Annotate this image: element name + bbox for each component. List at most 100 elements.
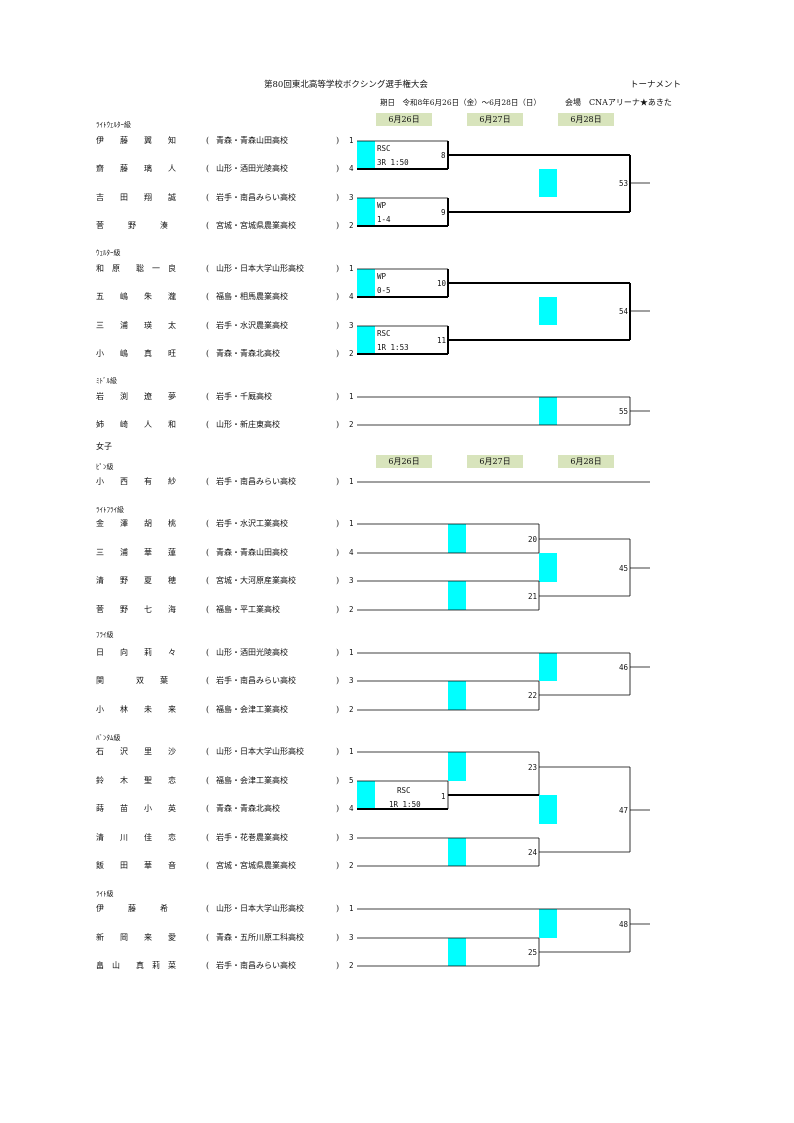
bracket-open: ( <box>206 933 210 942</box>
player-school: ・日本大学山形高校 <box>232 264 304 273</box>
player-prefecture: 福島 <box>216 292 232 301</box>
result-note: 1-4 <box>377 215 391 224</box>
player-prefecture: 岩手 <box>216 833 232 842</box>
player-name: 三 浦 瑛 太 <box>96 321 176 330</box>
draw-number: 5 <box>349 776 354 785</box>
weight-class-label: ﾐﾄﾞﾙ級 <box>96 377 117 385</box>
player-school: ・南昌みらい高校 <box>232 477 296 486</box>
bracket-close: ) <box>336 221 340 230</box>
bracket-open: ( <box>206 804 210 813</box>
player-prefecture: 福島 <box>216 605 232 614</box>
player-name: 岩 渕 遼 夢 <box>96 392 176 401</box>
draw-number: 3 <box>349 933 354 942</box>
bracket-close: ) <box>336 933 340 942</box>
player-school: ・南昌みらい高校 <box>232 676 296 685</box>
date-header: 6月26日 <box>376 113 432 126</box>
player-name: 石 沢 里 沙 <box>96 747 176 756</box>
highlight-marker <box>539 909 557 938</box>
bracket-close: ) <box>336 392 340 401</box>
player-prefecture: 岩手 <box>216 477 232 486</box>
bracket-close: ) <box>336 804 340 813</box>
bout-number: 53 <box>619 179 629 188</box>
player-prefecture: 青森 <box>216 349 232 358</box>
player-name: 姉 崎 人 和 <box>96 420 176 429</box>
draw-number: 1 <box>349 477 354 486</box>
player-prefecture: 宮城 <box>216 221 232 230</box>
player-prefecture: 山形 <box>216 904 232 913</box>
bracket-open: ( <box>206 193 210 202</box>
player-name: 小 林 未 来 <box>96 705 176 714</box>
bracket-close: ) <box>336 904 340 913</box>
bout-number: 25 <box>528 948 538 957</box>
bracket-open: ( <box>206 861 210 870</box>
bout-number: 46 <box>619 663 629 672</box>
bracket-close: ) <box>336 519 340 528</box>
player-prefecture: 山形 <box>216 164 232 173</box>
result-note: RSC <box>377 329 391 338</box>
player-name: 日 向 莉 々 <box>96 648 176 657</box>
draw-number: 4 <box>349 292 354 301</box>
player-school: ・青森北高校 <box>232 349 280 358</box>
bout-number: 8 <box>441 151 446 160</box>
event-period: 期日 令和8年6月26日（金）～6月28日（日） <box>380 98 541 107</box>
result-note: RSC <box>377 144 391 153</box>
player-prefecture: 青森 <box>216 804 232 813</box>
draw-number: 2 <box>349 605 354 614</box>
page-title: 第80回東北高等学校ボクシング選手権大会 <box>264 80 428 90</box>
bout-number: 45 <box>619 564 629 573</box>
highlight-marker <box>357 269 375 297</box>
highlight-marker <box>539 653 557 681</box>
player-school: ・日本大学山形高校 <box>232 747 304 756</box>
bout-number: 20 <box>528 535 538 544</box>
draw-number: 3 <box>349 576 354 585</box>
date-header: 6月28日 <box>558 455 614 468</box>
draw-number: 1 <box>349 904 354 913</box>
weight-class-label: ﾗｲﾄｳｪﾙﾀｰ級 <box>96 121 131 129</box>
player-prefecture: 福島 <box>216 705 232 714</box>
player-school: ・五所川原工科高校 <box>232 933 304 942</box>
player-name: 伊 藤 希 <box>96 904 168 913</box>
player-school: ・酒田光陵高校 <box>232 648 288 657</box>
result-note: 0-5 <box>377 286 391 295</box>
draw-number: 2 <box>349 420 354 429</box>
player-prefecture: 山形 <box>216 264 232 273</box>
player-prefecture: 青森 <box>216 136 232 145</box>
highlight-marker <box>448 524 466 553</box>
bracket-close: ) <box>336 776 340 785</box>
bout-number: 11 <box>437 336 447 345</box>
player-school: ・平工業高校 <box>232 605 280 614</box>
bout-number: 54 <box>619 307 629 316</box>
player-school: ・水沢工業高校 <box>232 519 288 528</box>
player-name: 伊 藤 翼 知 <box>96 136 176 145</box>
highlight-marker <box>539 397 557 425</box>
player-school: ・花巻農業高校 <box>232 833 288 842</box>
bracket-close: ) <box>336 861 340 870</box>
player-name: 吉 田 翔 誠 <box>96 193 176 202</box>
player-name: 鈴 木 聖 恋 <box>96 776 176 785</box>
player-name: 小 西 有 紗 <box>96 477 176 486</box>
tournament-label: トーナメント <box>630 80 682 90</box>
bracket-close: ) <box>336 548 340 557</box>
bracket-open: ( <box>206 477 210 486</box>
weight-class-label: ﾗｲﾄ級 <box>96 890 114 898</box>
bracket-open: ( <box>206 519 210 528</box>
player-prefecture: 宮城 <box>216 576 232 585</box>
date-header: 6月27日 <box>467 455 523 468</box>
bracket-open: ( <box>206 321 210 330</box>
weight-class-label: ﾌﾗｲ級 <box>96 631 114 639</box>
player-name: 清 川 佳 恋 <box>96 833 176 842</box>
player-school: ・宮城県農業高校 <box>232 861 296 870</box>
player-prefecture: 青森 <box>216 933 232 942</box>
bracket-close: ) <box>336 705 340 714</box>
highlight-marker <box>539 553 557 582</box>
player-school: ・会津工業高校 <box>232 776 288 785</box>
highlight-marker <box>448 752 466 781</box>
draw-number: 2 <box>349 349 354 358</box>
draw-number: 2 <box>349 861 354 870</box>
draw-number: 2 <box>349 961 354 970</box>
bracket-close: ) <box>336 747 340 756</box>
bracket-close: ) <box>336 164 340 173</box>
player-school: ・会津工業高校 <box>232 705 288 714</box>
player-prefecture: 岩手 <box>216 519 232 528</box>
